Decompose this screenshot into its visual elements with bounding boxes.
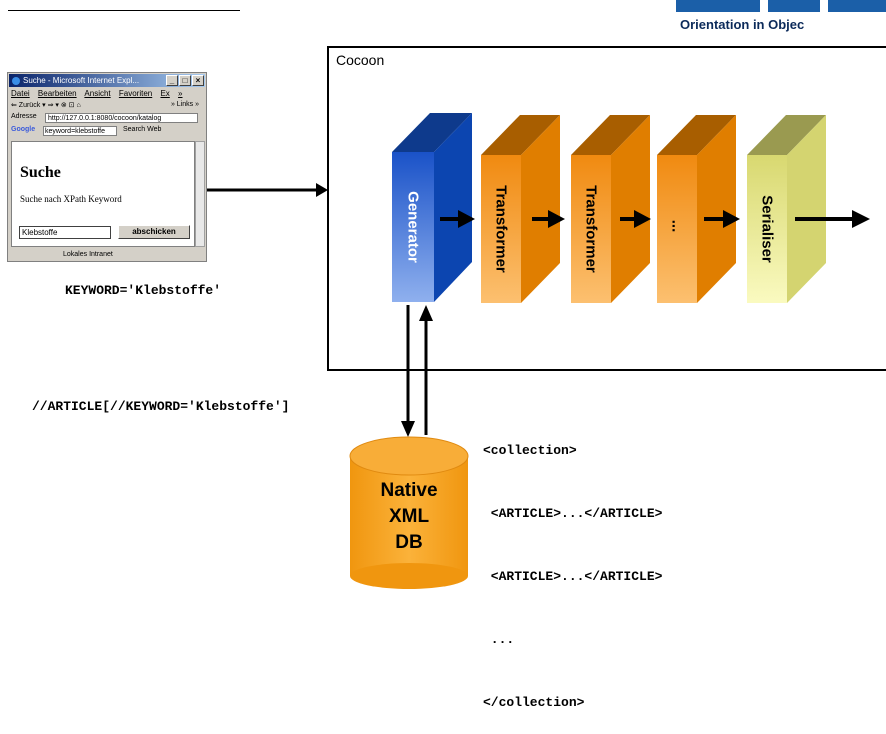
address-bar: Adresse http://127.0.0.1:8080/cocoon/kat… [11,113,204,124]
xml-line: <collection> [483,443,577,458]
status-text: Lokales Intranet [63,251,113,258]
arrow-head [316,183,328,197]
result-xml: <collection> <ARTICLE>...</ARTICLE> <ART… [483,398,662,734]
database-cylinder [349,436,469,589]
menu-item-extras[interactable]: Ex [160,89,170,98]
database-label: Native XML DB [350,478,468,556]
pipeline-diagram [207,113,870,589]
generator-block [392,113,472,302]
page-text: Suche nach XPath Keyword [20,194,122,204]
maximize-button[interactable]: □ [179,75,191,86]
xml-line: </collection> [483,695,585,710]
minimize-button[interactable]: _ [166,75,178,86]
stage-label-transformer: Transformer [582,185,600,273]
nav-buttons[interactable]: ⇐ Zurück ▾ ⇒ ▾ ⊗ ⊡ ⌂ [11,102,81,109]
close-button[interactable]: × [192,75,204,86]
xml-line: <ARTICLE>...</ARTICLE> [483,506,663,521]
logo-divider [760,0,768,12]
menu-item-datei[interactable]: Datei [11,89,30,98]
transformer-block [481,115,560,303]
ellipsis-block [657,115,736,303]
menu-bar: Datei Bearbeiten Ansicht Favoriten Ex » [11,89,189,99]
stage-label-serialiser: Serialiser [758,195,776,263]
submit-button[interactable]: abschicken [118,225,190,239]
cocoon-label: Cocoon [336,52,385,68]
browser-window: Suche - Microsoft Internet Expl... _ □ ×… [7,72,207,262]
address-label: Adresse [11,113,37,120]
menu-overflow[interactable]: » [178,89,183,98]
scrollbar[interactable] [195,141,205,247]
serialiser-block [747,115,826,303]
stage-label-ellipsis: ... [668,219,686,233]
browser-title: Suche - Microsoft Internet Expl... [23,76,140,85]
page-heading: Suche [20,164,61,181]
browser-content: Suche Suche nach XPath Keyword Klebstoff… [11,141,195,247]
transformer-block [571,115,650,303]
keyword-param: KEYWORD='Klebstoffe' [65,283,222,298]
stage-label-transformer: Transformer [492,185,510,273]
database-label-line: Native [380,480,438,501]
logo-bar [676,0,886,12]
google-logo: Google [11,126,36,133]
address-input[interactable]: http://127.0.0.1:8080/cocoon/katalog [45,113,198,123]
google-search-input[interactable]: keyword=klebstoffe [43,126,117,136]
status-bar: Lokales Intranet [11,249,204,260]
ie-icon [12,77,20,85]
xml-line: ... [483,632,515,647]
stage-label-generator: Generator [404,191,422,263]
db-arrows [401,305,433,437]
database-label-line: XML [388,506,430,527]
menu-item-ansicht[interactable]: Ansicht [84,89,111,98]
links-button[interactable]: » Links » [170,101,199,108]
database-label-line: DB [395,532,423,553]
browser-title-bar: Suche - Microsoft Internet Expl... [9,74,205,87]
header-rule [8,10,240,11]
xml-line: <ARTICLE>...</ARTICLE> [483,569,663,584]
menu-item-bearbeiten[interactable]: Bearbeiten [37,89,77,98]
pipeline-arrows [440,210,870,228]
google-toolbar: Google keyword=klebstoffe Search Web [11,126,204,137]
toolbar: ⇐ Zurück ▾ ⇒ ▾ ⊗ ⊡ ⌂ » Links » [11,101,201,111]
xpath-query: //ARTICLE[//KEYWORD='Klebstoffe'] [32,399,290,414]
search-input[interactable]: Klebstoffe [19,226,111,239]
menu-item-favoriten[interactable]: Favoriten [118,89,153,98]
cocoon-frame [327,46,886,371]
search-web-button[interactable]: Search Web [123,126,162,133]
tagline: Orientation in Objec [680,17,805,32]
logo-divider [820,0,828,12]
